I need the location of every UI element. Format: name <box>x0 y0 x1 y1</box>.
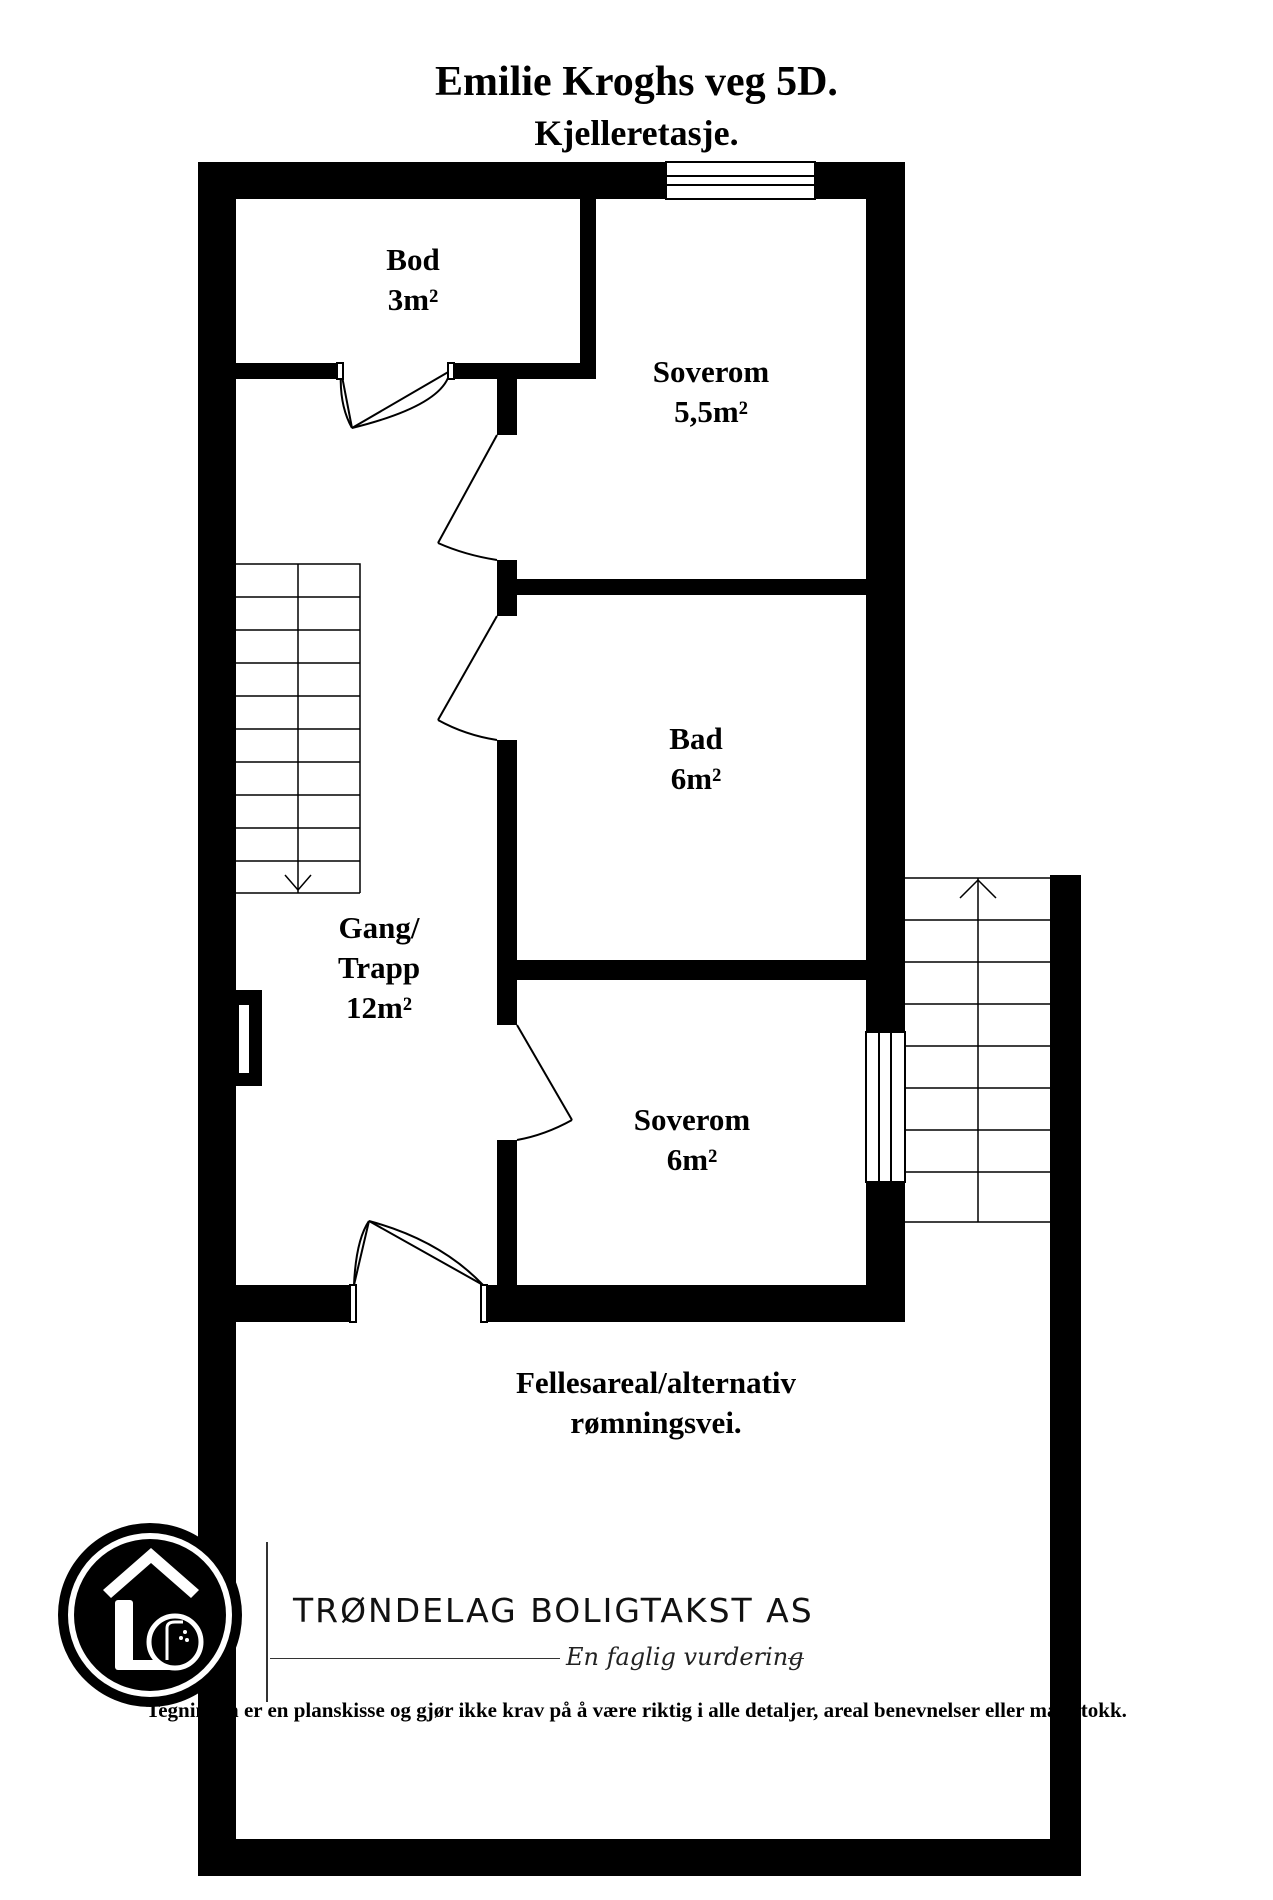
wall-right-upper <box>866 162 905 1032</box>
door-stubs <box>336 362 488 1323</box>
doors <box>339 370 573 1286</box>
company-name: TRØNDELAG BOLIGTAKST AS <box>293 1591 814 1630</box>
plan-subtitle: Kjelleretasje. <box>534 113 739 153</box>
tagline-line-left <box>270 1658 560 1659</box>
plan-title: Emilie Kroghs veg 5D. <box>435 59 838 105</box>
room-soverom1-area: 5,5m² <box>674 394 748 429</box>
room-felles-line2: rømningsvei. <box>570 1405 741 1440</box>
wall-bod-right <box>580 199 596 379</box>
window-right <box>865 1031 906 1183</box>
tagline-line-right <box>788 1658 804 1659</box>
house-icon <box>103 1548 199 1670</box>
wall-top-left <box>198 162 666 199</box>
window-top <box>665 161 816 200</box>
wall-hall-4 <box>497 1140 517 1285</box>
wall-hall-1 <box>497 379 517 435</box>
niche-inner <box>239 1005 249 1073</box>
wall-bed-bath <box>517 579 866 595</box>
wall-bod-bottom-right <box>450 363 596 379</box>
company-logo <box>58 1523 242 1707</box>
wall-bod-bottom-left <box>236 363 341 379</box>
wall-bottom <box>198 1839 1081 1876</box>
wall-hall-3 <box>497 740 517 1025</box>
logo-divider <box>266 1542 268 1702</box>
room-soverom2-name: Soverom <box>634 1102 751 1137</box>
wall-right-outer <box>1050 875 1081 1875</box>
room-gang-name-2: Trapp <box>338 950 420 985</box>
shower-icon <box>146 1613 204 1671</box>
wall-bath-bed <box>517 960 866 980</box>
room-bad-area: 6m² <box>671 761 722 796</box>
stair-exterior <box>905 877 1050 1223</box>
room-soverom1-name: Soverom <box>653 354 770 389</box>
room-bod-name: Bod <box>386 242 439 277</box>
room-felles-line1: Fellesareal/alternativ <box>516 1365 797 1400</box>
disclaimer-text: Tegningen er en planskisse og gjør ikke … <box>146 1698 1127 1722</box>
room-bad-name: Bad <box>669 721 722 756</box>
room-soverom2-area: 6m² <box>667 1142 718 1177</box>
wall-hall-2 <box>497 560 517 616</box>
room-gang-area: 12m² <box>346 990 412 1025</box>
stair-interior <box>236 563 361 894</box>
room-bod-area: 3m² <box>388 282 439 317</box>
wall-lower-right <box>483 1285 905 1322</box>
room-gang-name-1: Gang/ <box>339 910 420 945</box>
company-tagline: En faglig vurdering <box>566 1643 804 1671</box>
wall-lower-left <box>236 1285 354 1322</box>
